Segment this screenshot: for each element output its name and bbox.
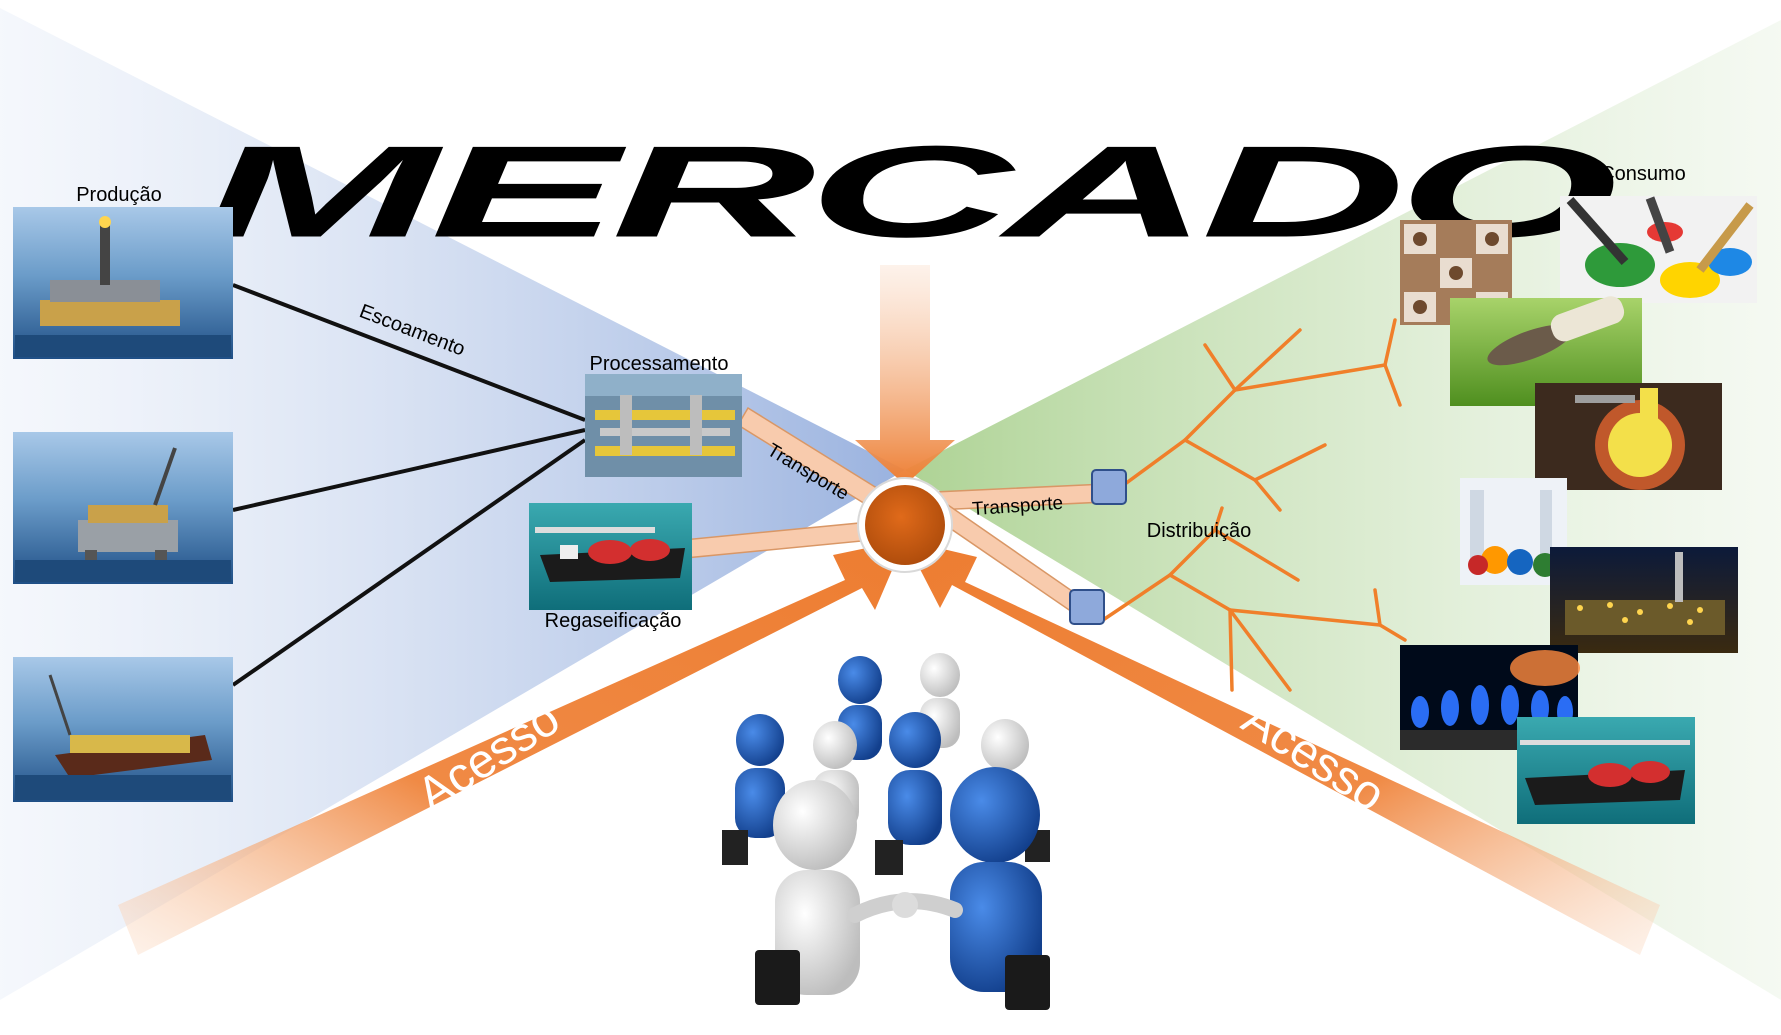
label-consumo: Consumo: [1600, 163, 1686, 185]
distribution-node-1: [1091, 469, 1127, 505]
production-image-1: [13, 207, 233, 359]
access-arrow-right: [905, 540, 1660, 955]
lng-tanker-icon: [529, 503, 692, 610]
access-arrow-left: [118, 540, 905, 955]
market-hub-icon: [857, 477, 953, 573]
production-image-2: [13, 432, 233, 584]
gas-processing-plant-icon: [585, 374, 742, 477]
production-image-3: [13, 657, 233, 802]
distribution-network: [1098, 318, 1407, 692]
power-plant-icon: [1550, 547, 1738, 653]
escoamento-lines: [231, 283, 587, 687]
lng-terminal-icon: [1517, 717, 1695, 824]
chemistry-flasks-icon: [1460, 478, 1567, 585]
molten-metal-icon: [1535, 383, 1722, 490]
business-people-handshake-icon: [722, 653, 1050, 1010]
mercado-title: MERCADO: [202, 118, 1622, 264]
market-arrow-down: [855, 265, 955, 485]
svg-text:MERCADO: MERCADO: [202, 118, 1613, 264]
label-processamento: Processamento: [590, 353, 729, 375]
label-regaseificacao: Regaseificação: [545, 610, 682, 632]
label-producao: Produção: [76, 184, 162, 206]
distribution-node-2: [1069, 589, 1105, 625]
paint-brushes-icon: [1560, 196, 1757, 303]
label-distribuicao: Distribuição: [1147, 520, 1251, 542]
